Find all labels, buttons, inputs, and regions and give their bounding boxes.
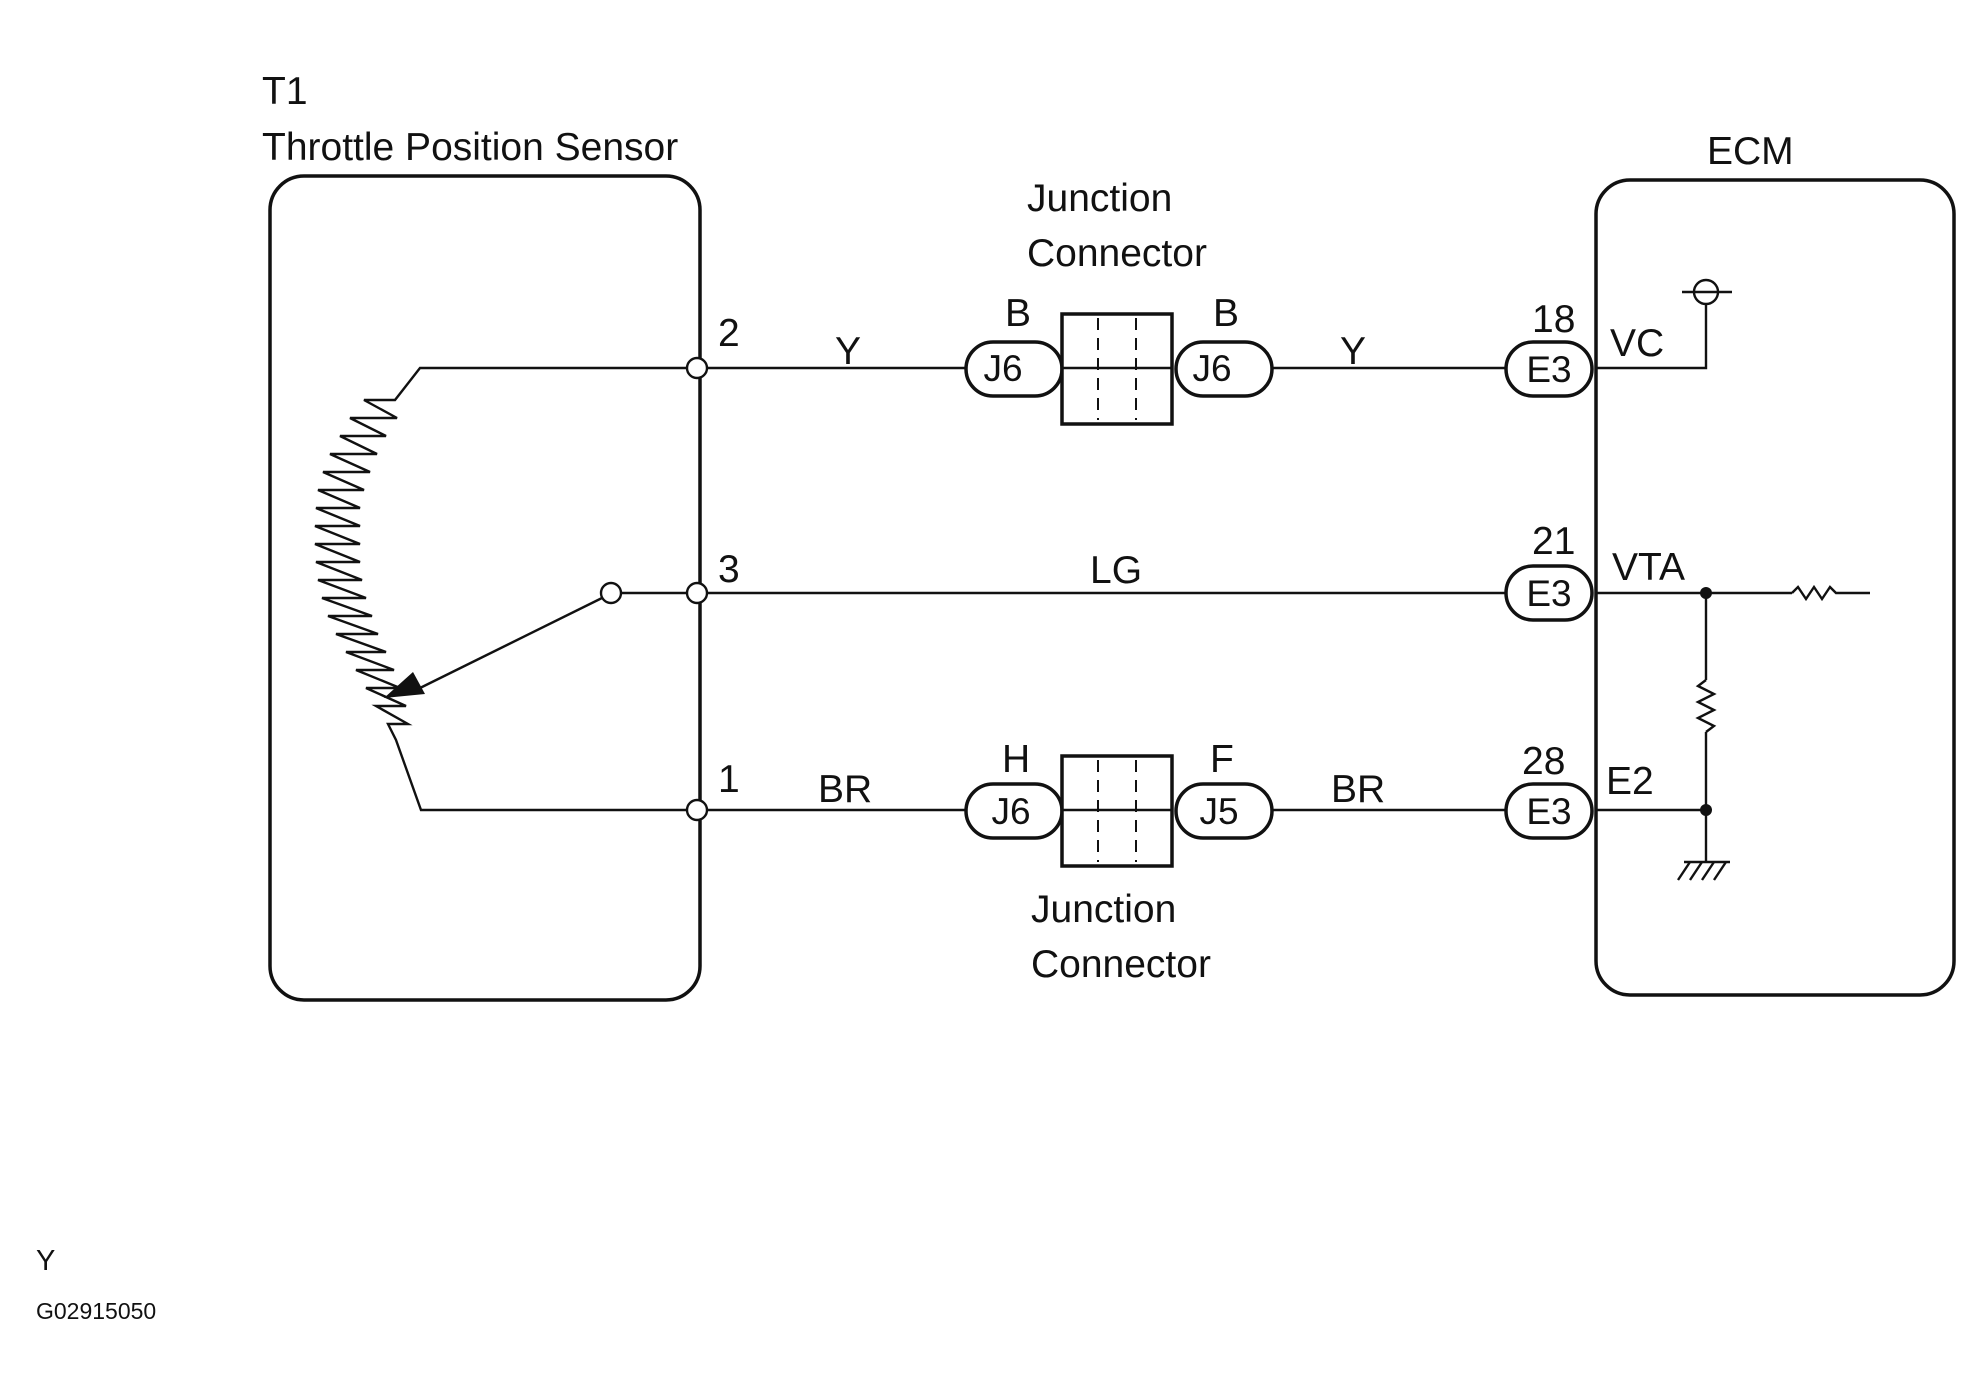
wire-color-bottom-left: BR [818, 768, 872, 811]
junction-top-right-pin: B [1213, 292, 1239, 335]
ground-icon [1677, 860, 1730, 881]
junction-bottom-left-connector: J6 [991, 791, 1030, 832]
vta-input-resistor [1791, 584, 1870, 602]
ecm-pin-number-18: 18 [1532, 298, 1575, 341]
wiper-pivot [599, 581, 623, 605]
ecm-pin-number-21: 21 [1532, 520, 1575, 563]
wire-color-middle: LG [1090, 549, 1142, 592]
ecm-terminal-vta: VTA [1612, 546, 1685, 589]
ecm-connector-21: E3 [1526, 573, 1571, 614]
sensor-pin-2: 2 [718, 312, 740, 355]
junction-top-left-pin: B [1005, 292, 1031, 335]
ecm-plug-21 [1504, 564, 1594, 622]
ecm-name: ECM [1707, 130, 1794, 173]
junction-bottom-label-1: Junction [1031, 888, 1176, 931]
sensor-housing [268, 174, 702, 1002]
ecm-connector-18: E3 [1526, 349, 1571, 390]
sensor-pin-1: 1 [718, 758, 740, 801]
sensor-name: Throttle Position Sensor [262, 126, 678, 169]
sensor-terminal-1 [685, 798, 709, 822]
junction-top-right-plug [1174, 340, 1274, 398]
wire-color-top-left: Y [835, 330, 861, 373]
ecm-plug-28 [1504, 782, 1594, 840]
ecm-connector-28: E3 [1526, 791, 1571, 832]
junction-top-right-connector: J6 [1192, 348, 1231, 389]
pulldown-resistor [1695, 679, 1717, 733]
junction-top-label-2: Connector [1027, 232, 1207, 275]
junction-connector-top: Junction Connector B B J6 J6 [964, 177, 1274, 426]
wiper-arrow-icon [384, 672, 425, 698]
ecm: ECM 18 E3 VC 21 E3 VTA 28 E3 E2 [1504, 130, 1956, 997]
wires: Y Y LG BR BR [707, 330, 1506, 812]
sensor-pin-3: 3 [718, 548, 740, 591]
wiper-arm [419, 596, 603, 690]
wire-color-bottom-right: BR [1331, 768, 1385, 811]
ecm-plug-18 [1504, 340, 1594, 398]
junction-bottom-left-pin: H [1002, 738, 1030, 781]
sensor-terminal-2 [685, 356, 709, 380]
wire-color-top-right: Y [1340, 330, 1366, 373]
junction-bottom-label-2: Connector [1031, 943, 1211, 986]
throttle-position-sensor: T1 Throttle Position Sensor 2 3 1 [262, 70, 740, 1002]
vc-supply-line [1596, 304, 1708, 370]
ecm-housing [1594, 178, 1956, 997]
sensor-resistor [314, 366, 697, 812]
sensor-terminal-3 [685, 581, 709, 605]
junction-top-left-connector: J6 [983, 348, 1022, 389]
ecm-terminal-e2: E2 [1606, 760, 1654, 803]
ecm-pin-number-28: 28 [1522, 740, 1565, 783]
sensor-id: T1 [262, 70, 308, 113]
ecm-terminal-vc: VC [1610, 322, 1664, 365]
junction-bottom-right-pin: F [1210, 738, 1234, 781]
footer-line-1: Y [36, 1245, 55, 1277]
footer-figure-code: G02915050 [36, 1298, 156, 1324]
junction-bottom-right-plug [1174, 782, 1274, 840]
junction-top-label-1: Junction [1027, 177, 1172, 220]
junction-connector-bottom: H F J6 J5 Junction Connector [964, 738, 1274, 986]
junction-bottom-right-connector: J5 [1199, 791, 1238, 832]
